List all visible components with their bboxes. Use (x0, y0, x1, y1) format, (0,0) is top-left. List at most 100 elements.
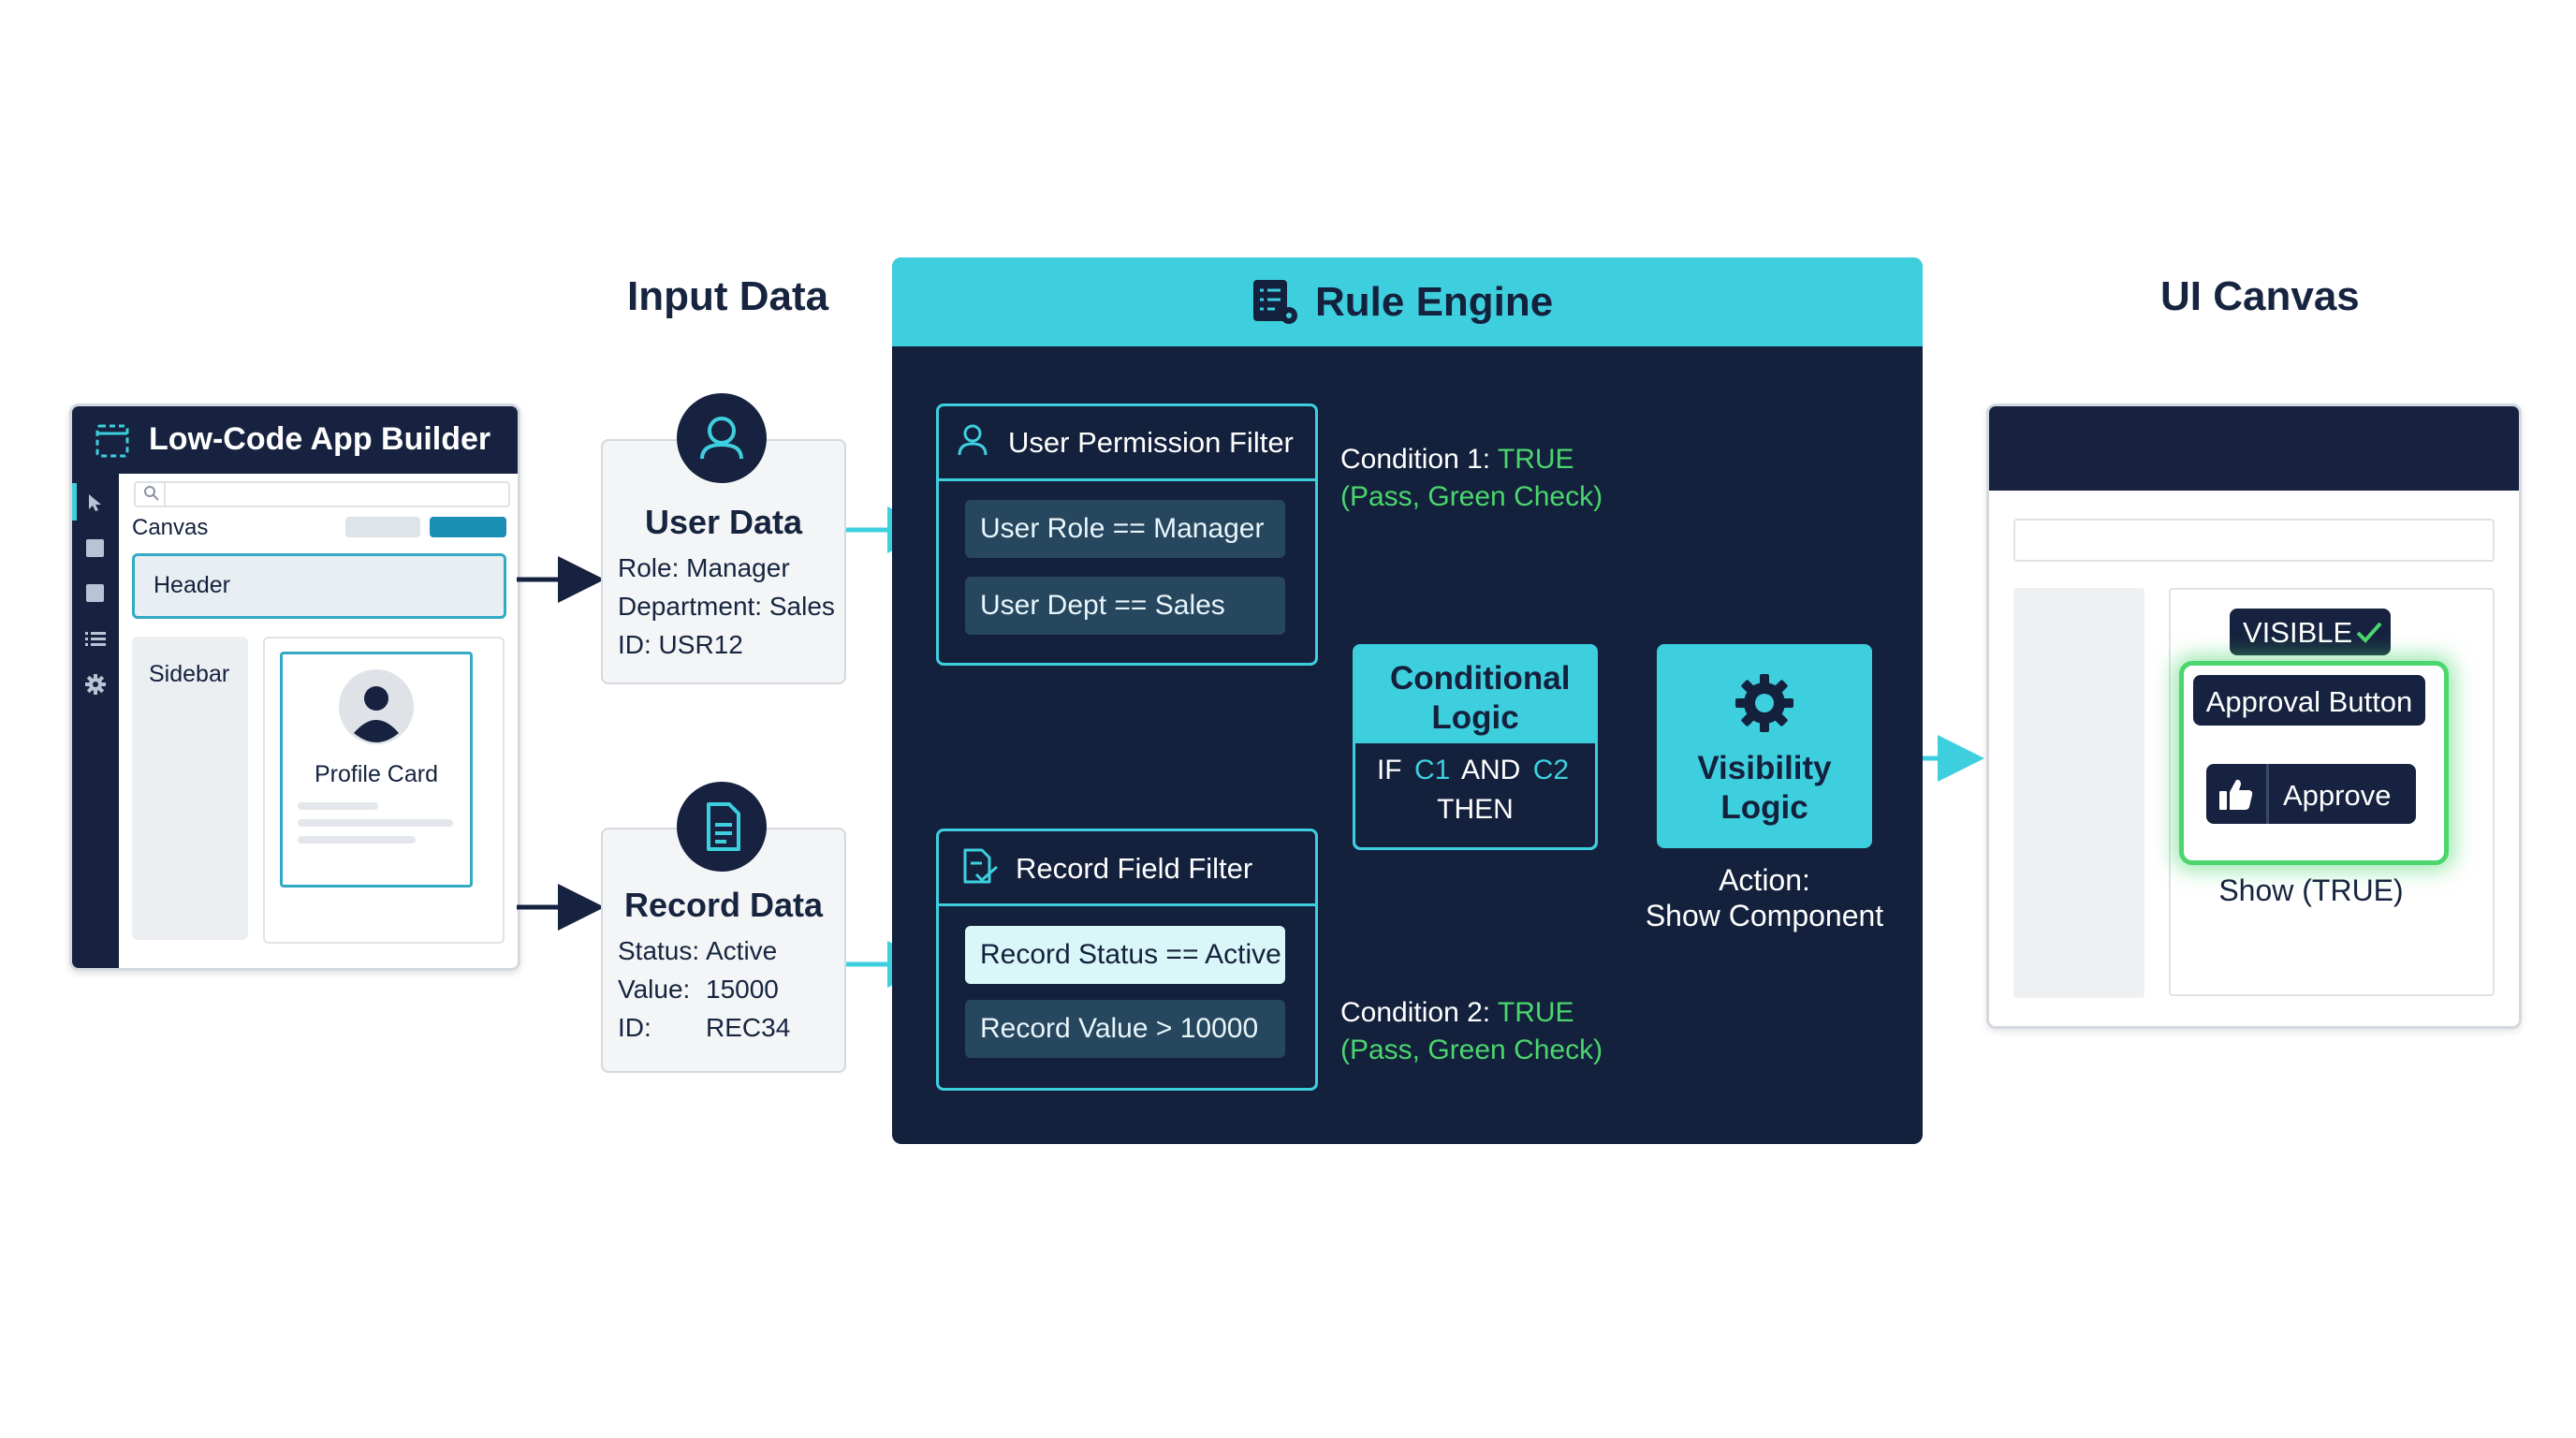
user-dept-rule[interactable]: User Dept == Sales (965, 577, 1285, 635)
ui-canvas-topbar (1989, 406, 2519, 491)
record-data-name: Record Data (603, 886, 844, 925)
user-outline-icon (954, 421, 991, 463)
user-filter-title: User Permission Filter (1008, 426, 1294, 459)
if-keyword: IF (1376, 755, 1402, 785)
canvas-label: Canvas (132, 515, 209, 540)
condition-2-label: Condition 2: (1340, 997, 1491, 1028)
builder-tool-rail (72, 474, 119, 968)
approve-button[interactable]: Approve (2206, 764, 2416, 824)
header-label: Header (154, 572, 230, 598)
action-label: Action: (1719, 863, 1810, 897)
condition-2-value: TRUE (1497, 997, 1574, 1028)
record-value-key: Value: (618, 975, 691, 1004)
record-value-rule[interactable]: Record Value > 10000 (965, 1000, 1285, 1058)
condition-1-note: (Pass, Green Check) (1340, 481, 1603, 512)
record-field-filter: Record Field Filter Record Status == Act… (936, 829, 1318, 1091)
square-tool-icon[interactable] (86, 539, 104, 557)
header-component[interactable]: Header (132, 553, 506, 619)
record-value-value: 15000 (706, 975, 779, 1004)
user-icon (677, 393, 767, 483)
placeholder-line (298, 802, 378, 810)
conditional-logic-block: Conditional Logic IF C1 AND C2 THEN (1353, 644, 1598, 850)
record-data-title: Record Data (623, 886, 824, 924)
sidebar-component[interactable]: Sidebar (132, 637, 248, 940)
user-data-title: User Data (644, 503, 803, 541)
user-role-rule[interactable]: User Role == Manager (965, 500, 1285, 558)
rule-engine-title: Rule Engine (1315, 279, 1554, 325)
approve-button-divider (2266, 764, 2269, 824)
app-builder-window: Low-Code App Builder Canvas Header Sideb… (69, 404, 520, 971)
ui-canvas-sidebar (2013, 588, 2144, 998)
record-status-key: Status: (618, 936, 700, 965)
app-builder-titlebar: Low-Code App Builder (72, 406, 518, 474)
conditional-logic-title: Conditional Logic (1390, 660, 1571, 736)
and-keyword: AND (1461, 755, 1521, 785)
sidebar-label: Sidebar (149, 661, 230, 687)
user-id-line: ID: USR12 (618, 630, 743, 659)
condition-2-note: (Pass, Green Check) (1340, 1034, 1603, 1065)
approval-component: Approval Button Approve (2179, 661, 2449, 865)
condition-2: Condition 2: TRUE (1340, 997, 1574, 1029)
conditional-logic-expression: IF C1 AND C2 THEN (1355, 743, 1595, 847)
approve-button-label: Approve (2283, 779, 2392, 812)
placeholder-line (298, 836, 416, 844)
ui-canvas-title: UI Canvas (2160, 273, 2360, 319)
visibility-logic-title: Visibility Logic (1697, 750, 1832, 826)
if-line: IF C1 AND C2 (1355, 751, 1595, 790)
approval-button-title-text: Approval Button (2205, 685, 2413, 718)
record-status-rule[interactable]: Record Status == Active (965, 926, 1285, 984)
user-role-rule-text: User Role == Manager (980, 513, 1265, 544)
canvas-search-input[interactable] (134, 481, 510, 507)
rail-active-indicator (72, 483, 77, 521)
search-icon (143, 485, 160, 506)
list-icon[interactable] (85, 630, 106, 653)
filter-divider (939, 903, 1315, 906)
document-icon (677, 782, 767, 872)
c1-chip: C1 (1409, 751, 1456, 790)
gear-icon (1732, 670, 1797, 741)
user-role-line: Role: Manager (618, 553, 790, 582)
profile-card-label: Profile Card (315, 761, 438, 787)
record-id-value: REC34 (706, 1013, 791, 1042)
then-keyword: THEN (1437, 794, 1514, 825)
record-filter-title: Record Field Filter (1016, 852, 1253, 885)
filter-divider (939, 478, 1315, 481)
rule-engine-header: Rule Engine (892, 257, 1923, 346)
avatar-icon (339, 669, 414, 749)
pointer-icon[interactable] (86, 492, 105, 518)
ui-canvas-content (2169, 588, 2495, 996)
placeholder-line (298, 819, 453, 827)
canvas-primary-chip[interactable] (430, 517, 506, 537)
record-status-rule-text: Record Status == Active (980, 939, 1281, 970)
input-data-title: Input Data (627, 273, 829, 319)
app-builder-title: Low-Code App Builder (149, 421, 491, 457)
search-divider (164, 483, 166, 506)
profile-card-component[interactable]: Profile Card (280, 652, 473, 888)
record-status-value: Active (706, 936, 778, 965)
approval-button-title: Approval Button (2193, 675, 2425, 726)
record-id-key: ID: (618, 1013, 651, 1042)
visible-badge: VISIBLE (2230, 609, 2391, 655)
app-window-icon (95, 423, 130, 463)
thumbs-up-icon (2217, 776, 2255, 819)
visibility-logic-block: Visibility Logic (1657, 644, 1872, 848)
action-value: Show Component (1645, 899, 1884, 932)
check-icon (2355, 619, 2383, 653)
c2-chip: C2 (1528, 751, 1574, 790)
square-tool-icon[interactable] (86, 584, 104, 602)
canvas-main-area: Profile Card (263, 637, 505, 944)
condition-1-value: TRUE (1497, 444, 1574, 475)
condition-1: Condition 1: TRUE (1340, 444, 1574, 476)
user-dept-line: Department: Sales (618, 592, 835, 621)
record-value-rule-text: Record Value > 10000 (980, 1013, 1259, 1044)
canvas-toolbar-chip[interactable] (345, 517, 420, 537)
gear-icon[interactable] (84, 673, 107, 700)
document-check-icon (959, 846, 1001, 892)
rule-engine-icon (1250, 276, 1302, 333)
show-status: Show (TRUE) (2218, 873, 2404, 907)
condition-1-label: Condition 1: (1340, 444, 1491, 475)
user-permission-filter: User Permission Filter User Role == Mana… (936, 404, 1318, 666)
user-data-name: User Data (603, 503, 844, 542)
ui-canvas-input[interactable] (2013, 519, 2495, 562)
user-dept-rule-text: User Dept == Sales (980, 590, 1225, 621)
